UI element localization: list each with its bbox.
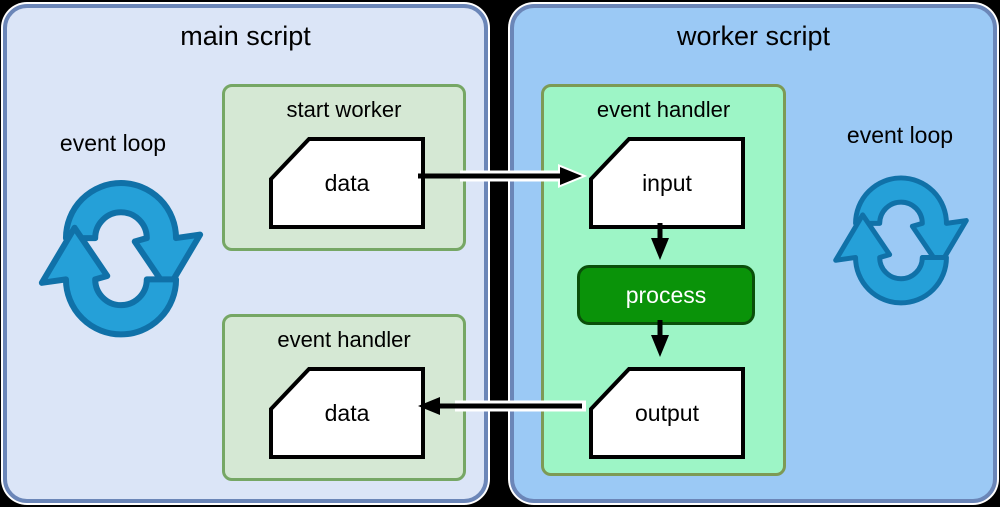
main-event-handler-label: event handler bbox=[277, 327, 411, 352]
card-shape bbox=[589, 367, 745, 459]
card-shape bbox=[269, 137, 425, 229]
data-node-label: data bbox=[324, 169, 370, 196]
process-node: process bbox=[577, 265, 755, 325]
worker-script-title: worker script bbox=[676, 21, 831, 51]
input-node-label: input bbox=[642, 169, 692, 196]
worker-event-loop-label: event loop bbox=[846, 122, 954, 148]
output-node-label: output bbox=[635, 399, 699, 426]
data-node-outgoing: data bbox=[269, 137, 425, 229]
start-worker-label: start worker bbox=[286, 97, 402, 122]
process-node-label: process bbox=[625, 281, 707, 308]
worker-event-handler-group: event handler input process output bbox=[541, 84, 786, 476]
main-event-handler-group: event handler data bbox=[222, 314, 466, 481]
output-node: output bbox=[589, 367, 745, 459]
event-loop-icon bbox=[38, 180, 204, 338]
main-event-loop-label: event loop bbox=[59, 130, 167, 156]
data-node-label: data bbox=[324, 399, 370, 426]
main-script-title: main script bbox=[180, 21, 311, 51]
start-worker-group: start worker data bbox=[222, 84, 466, 251]
main-script-panel: main script event loop start worker data… bbox=[3, 4, 488, 503]
card-shape bbox=[269, 367, 425, 459]
worker-script-panel: worker script event loop event handler i… bbox=[510, 4, 997, 503]
card-shape bbox=[589, 137, 745, 229]
worker-event-handler-label: event handler bbox=[596, 97, 731, 122]
event-loop-icon bbox=[833, 175, 969, 306]
data-node-incoming: data bbox=[269, 367, 425, 459]
input-node: input bbox=[589, 137, 745, 229]
